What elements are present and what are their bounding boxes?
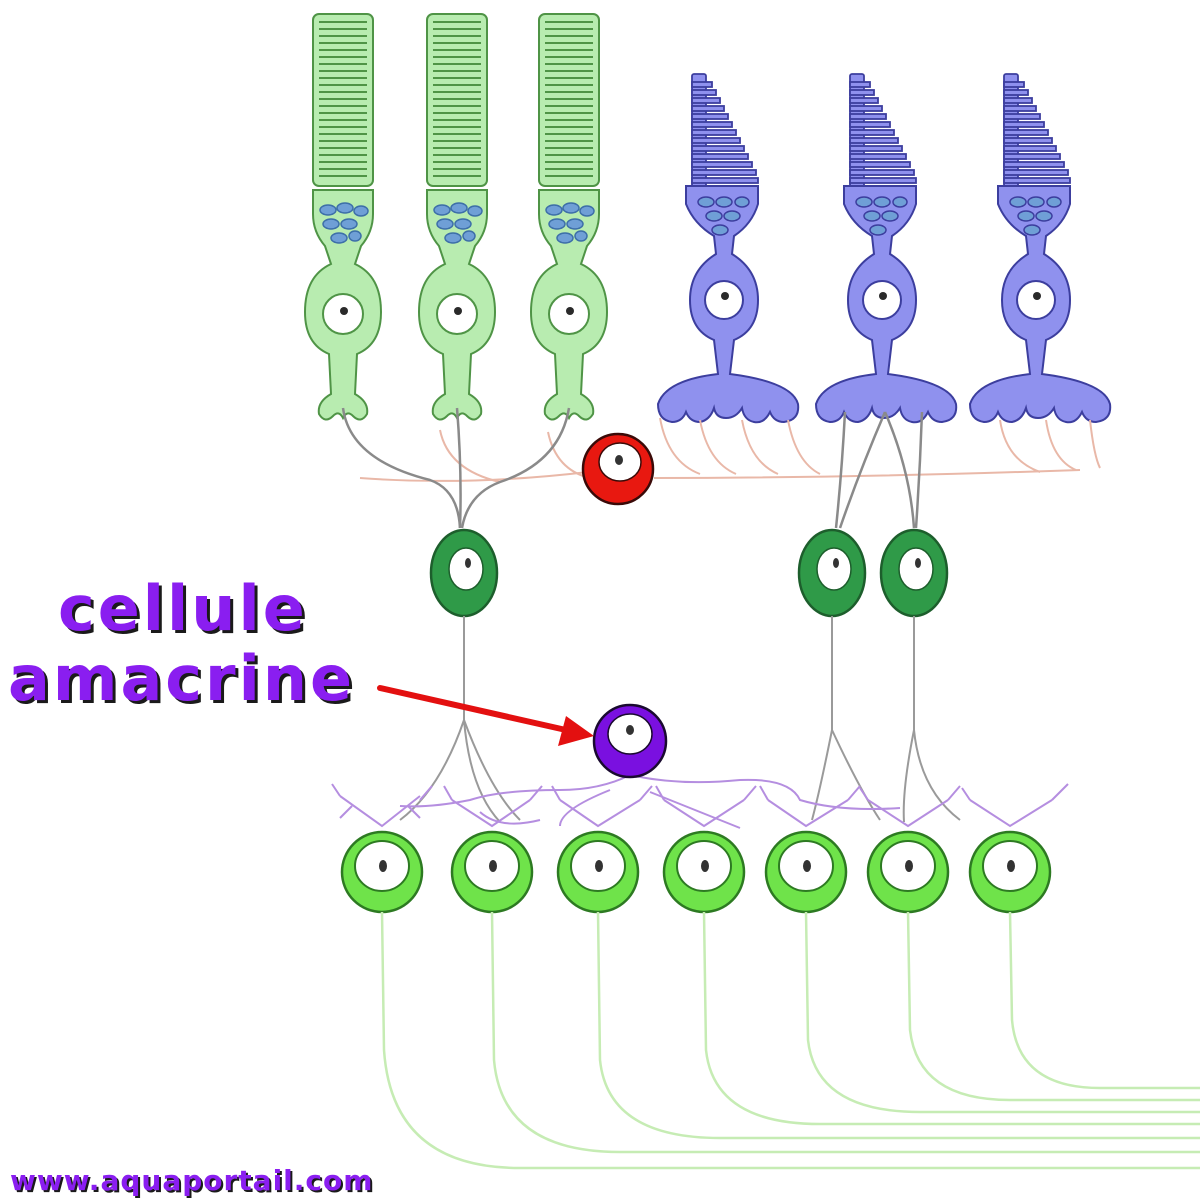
amacrine-label-line2: amacrine — [8, 642, 356, 715]
photoreceptor-bipolar-connections — [341, 407, 924, 529]
ganglion-cell — [556, 830, 640, 914]
rod-cell — [304, 13, 382, 421]
rod-cells — [304, 13, 608, 421]
ganglion-cell — [450, 830, 534, 914]
amacrine-label-line1: cellule — [58, 572, 308, 645]
ganglion-cell — [662, 830, 746, 914]
ganglion-cells — [340, 830, 1052, 914]
dendrite-network — [331, 774, 1069, 829]
bipolar-cell — [879, 528, 949, 618]
watermark: www.aquaportail.com — [10, 1164, 374, 1197]
rod-cell — [418, 13, 496, 421]
horizontal-cell — [581, 432, 655, 506]
bipolar-axons — [399, 616, 961, 823]
bipolar-cell — [429, 528, 499, 618]
bipolar-cell — [797, 528, 867, 618]
cone-cells — [657, 73, 1112, 424]
optic-nerve-fibers — [380, 911, 1200, 1170]
rod-cell — [530, 13, 608, 421]
cone-cell — [815, 73, 958, 424]
ganglion-cell — [340, 830, 424, 914]
horizontal-cell-processes — [359, 417, 1101, 483]
cone-cell — [969, 73, 1112, 424]
bipolar-cells — [429, 528, 949, 618]
cone-cell — [657, 73, 800, 424]
ganglion-cell — [764, 830, 848, 914]
pointer-arrow — [377, 685, 594, 746]
ganglion-cell — [968, 830, 1052, 914]
ganglion-cell — [866, 830, 950, 914]
amacrine-cell — [592, 703, 668, 779]
